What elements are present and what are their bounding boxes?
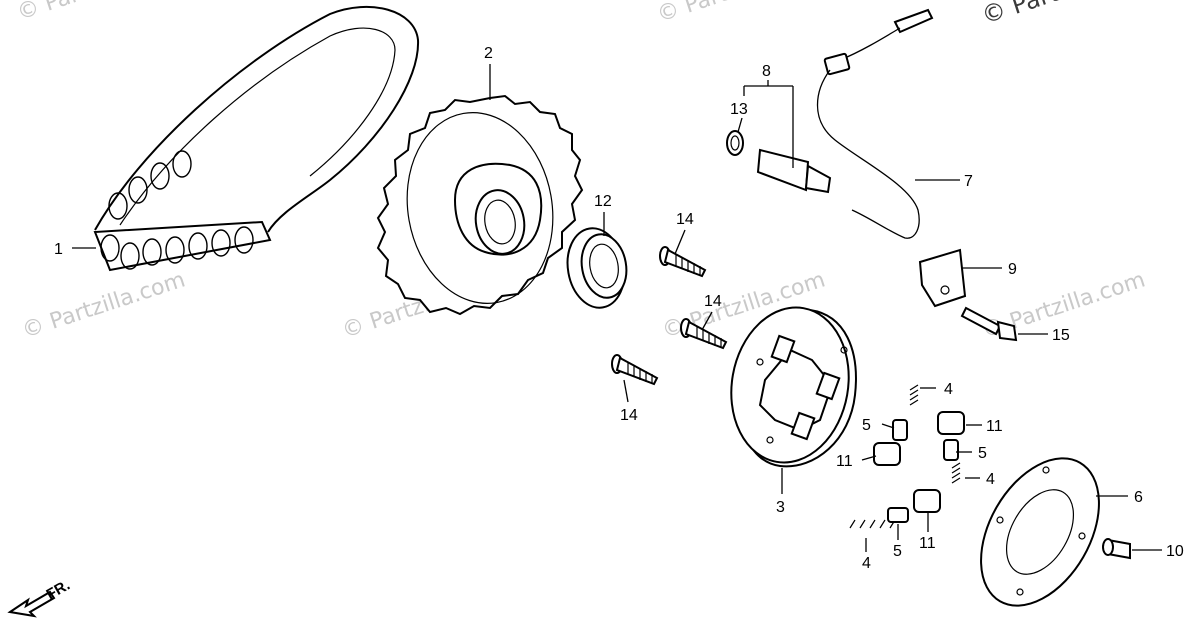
callout-3: 3: [776, 499, 785, 516]
callout-14: 14: [620, 407, 638, 424]
callout-4: 4: [862, 555, 871, 572]
starter-clutch-outer: [730, 306, 857, 468]
driven-sprocket: [376, 94, 584, 316]
bolt: [680, 318, 728, 350]
springs: [849, 384, 961, 529]
callout-12: 12: [594, 193, 612, 210]
callout-7: 7: [964, 173, 973, 190]
watermark: © Partzilla.com: [654, 0, 823, 28]
callout-10: 10: [1166, 543, 1184, 560]
callout-13: 13: [730, 101, 748, 118]
callout-14: 14: [676, 211, 694, 228]
oil-seal: [566, 227, 628, 309]
side-plate: [980, 457, 1100, 607]
callout-4: 4: [944, 381, 953, 398]
callout-11: 11: [919, 535, 936, 552]
callout-15: 15: [1052, 327, 1070, 344]
bolt: [611, 354, 659, 386]
callout-11: 11: [836, 453, 853, 470]
callout-2: 2: [484, 45, 493, 62]
callout-14: 14: [704, 293, 722, 310]
dowel-pin: [1102, 538, 1131, 560]
callout-9: 9: [1008, 261, 1017, 278]
callout-5: 5: [893, 543, 902, 560]
leader-lines: [72, 64, 1162, 552]
watermark: © Partzilla.com: [19, 267, 188, 343]
bolt-15: [960, 306, 1018, 342]
callout-1: 1: [54, 241, 63, 258]
callout-4: 4: [986, 471, 995, 488]
neutral-switch: [726, 130, 832, 194]
callouts: 1 2 3 4 4 4 5 5 5 6 7 8 9 10 11 11 11 12…: [54, 45, 1184, 572]
callout-5: 5: [978, 445, 987, 462]
callout-11: 11: [986, 418, 1003, 435]
bolt: [659, 246, 707, 278]
switch-cable: [816, 8, 934, 239]
drive-chain: [93, 5, 420, 272]
watermark: © Partzilla.com: [14, 0, 183, 26]
bracket: [918, 248, 967, 308]
plungers: [887, 419, 959, 523]
rollers: [873, 411, 965, 513]
front-direction-arrow: FR.: [7, 577, 73, 618]
callout-8: 8: [762, 63, 771, 80]
bolts-14: [611, 246, 728, 386]
callout-5: 5: [862, 417, 871, 434]
watermark-top-right: © Partz: [978, 0, 1074, 30]
callout-6: 6: [1134, 489, 1143, 506]
